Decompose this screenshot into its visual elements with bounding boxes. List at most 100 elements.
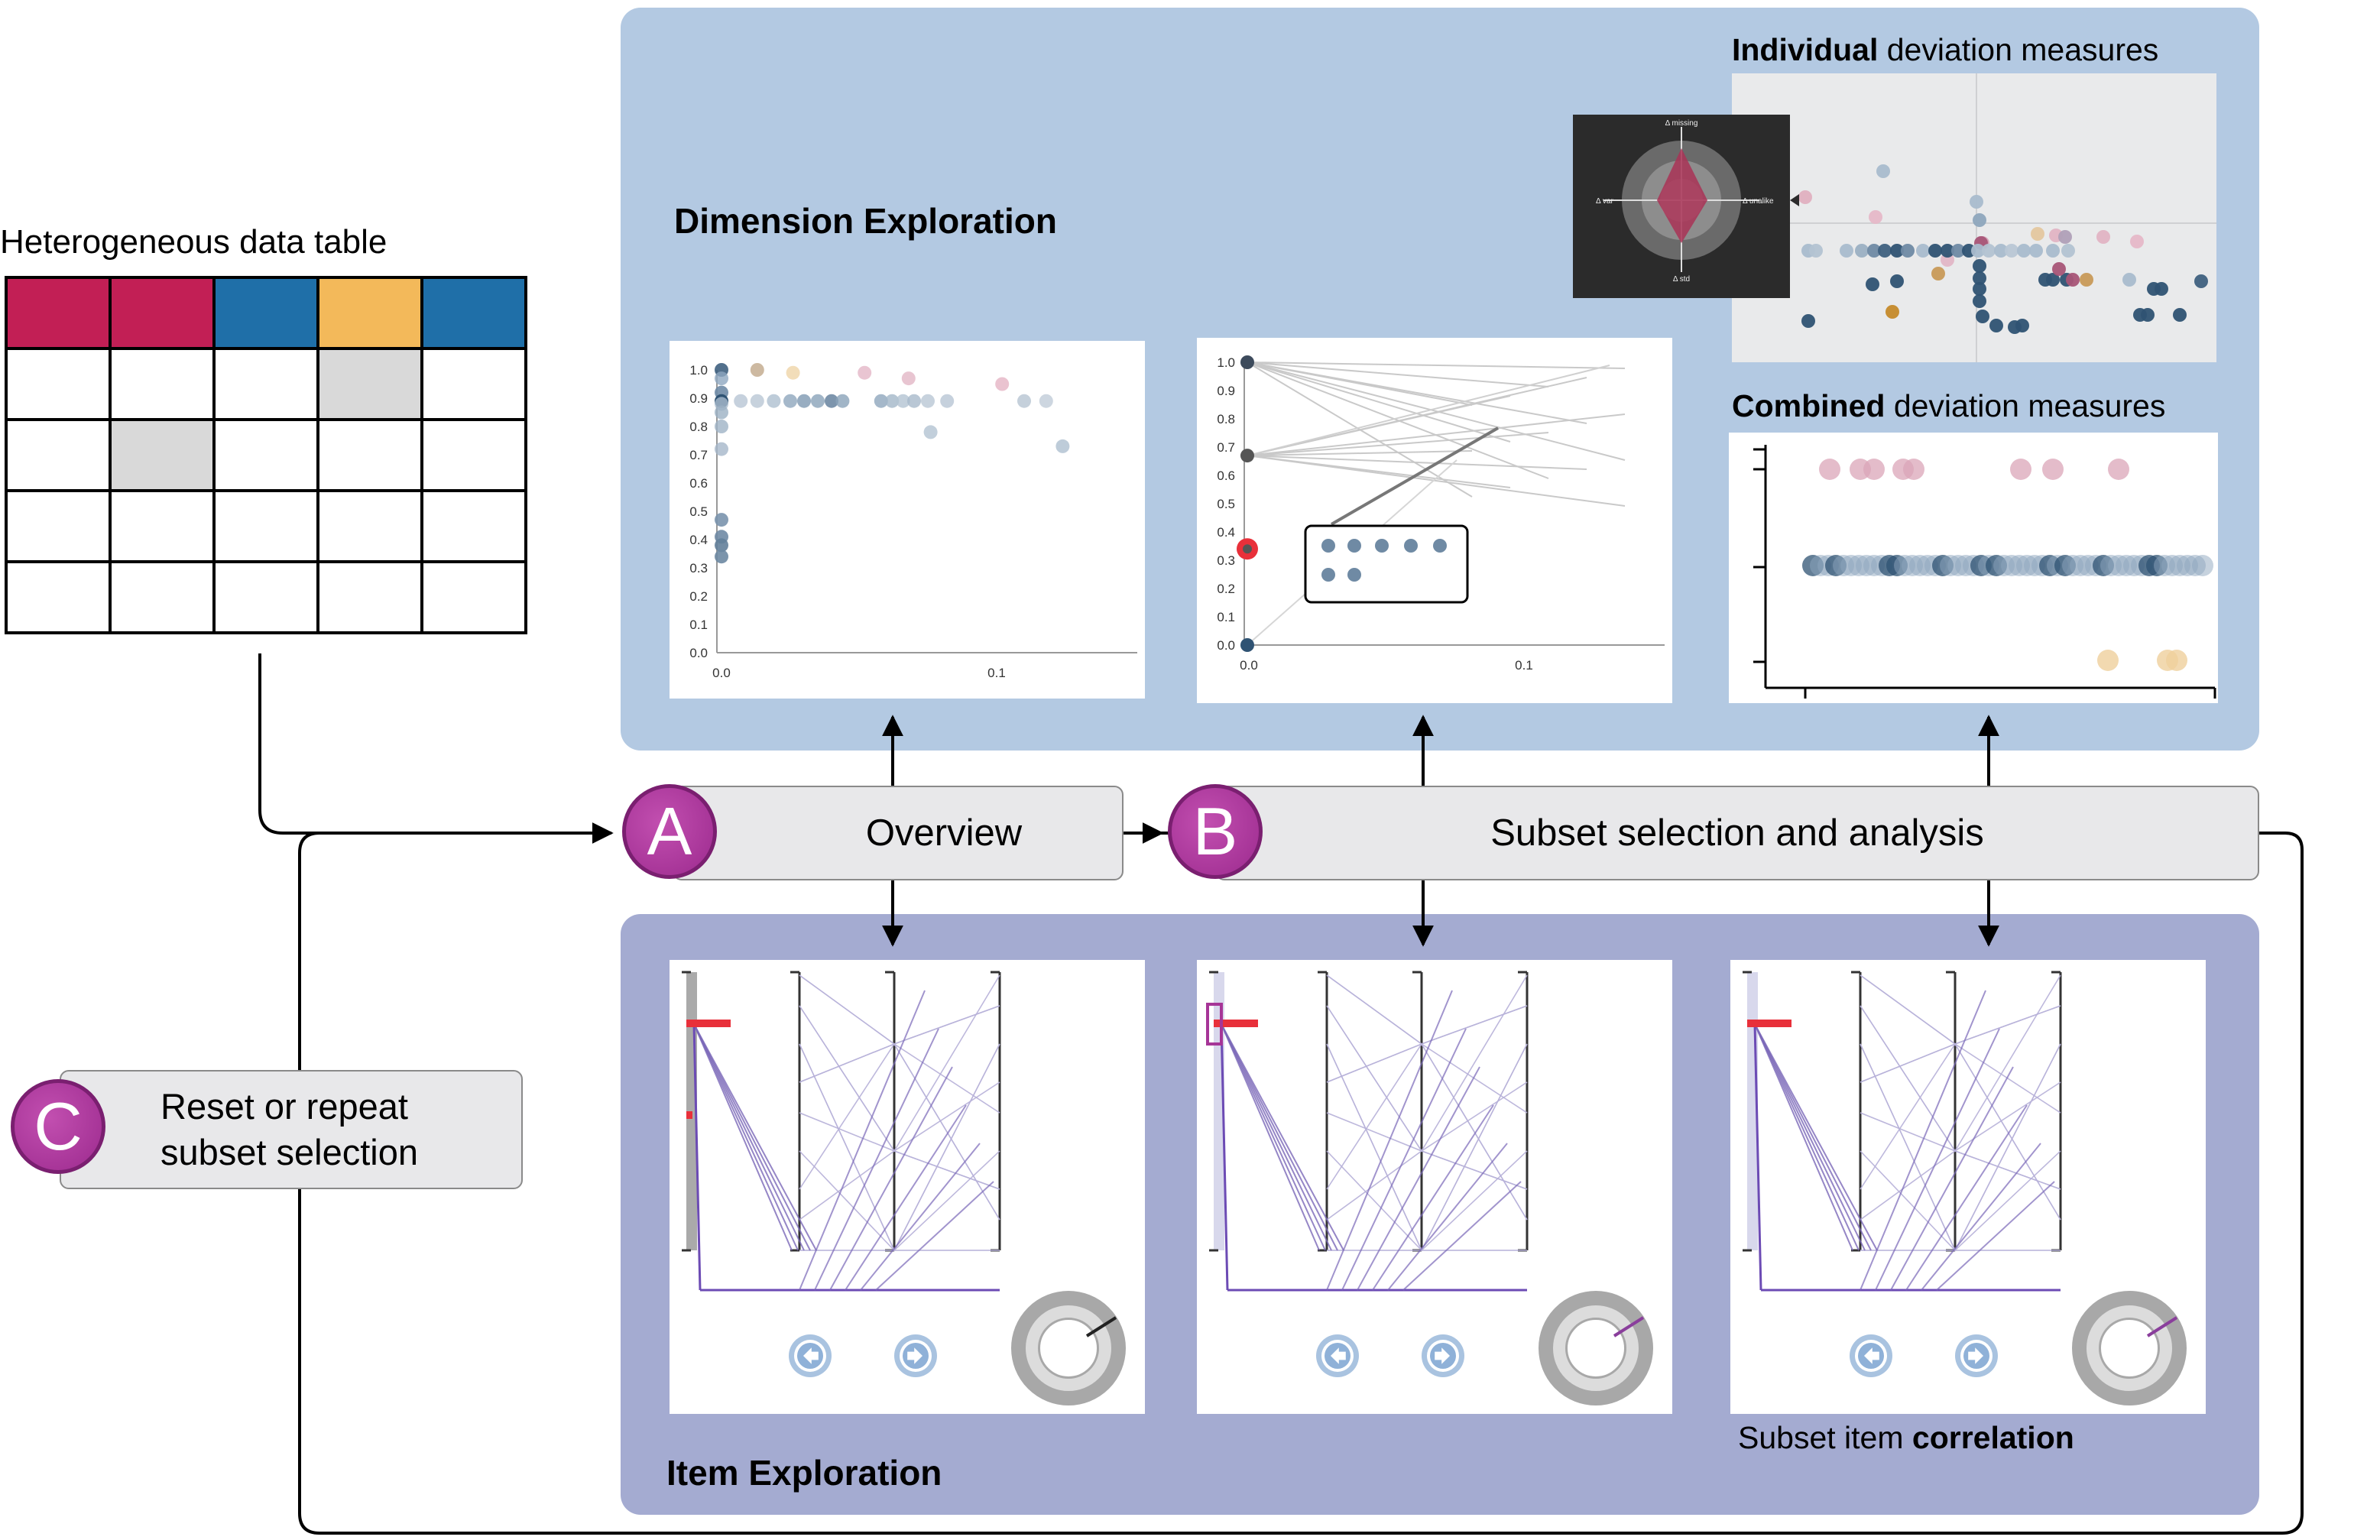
donut-indicator <box>1613 1316 1645 1337</box>
selected-item-line <box>799 990 926 1291</box>
arrow-right-icon[interactable] <box>1955 1334 1998 1377</box>
scatter-point <box>767 394 781 408</box>
scatter-point <box>715 550 728 564</box>
dimension-exploration-title: Dimension Exploration <box>674 201 1057 241</box>
fan-line <box>1247 361 1473 498</box>
donut-chart <box>1011 1291 1126 1405</box>
donut-highlight <box>2087 1305 2172 1391</box>
item-line <box>799 1043 1000 1252</box>
deviation-point <box>1890 274 1904 288</box>
arrow-left-icon[interactable] <box>1850 1334 1892 1377</box>
combined-deviation-plot <box>1753 445 2216 699</box>
selected-item-line <box>1220 1023 1229 1291</box>
selected-item-line <box>1905 1104 2028 1291</box>
y-tick-label: 0.4 <box>689 533 708 547</box>
donut-chart <box>1539 1291 1653 1405</box>
scatter-point <box>825 394 838 408</box>
y-tick-label: 0.3 <box>689 561 708 575</box>
item-line <box>1326 974 1528 1045</box>
subset-box <box>1304 524 1469 604</box>
arrow-left-icon[interactable] <box>1316 1334 1359 1377</box>
deviation-point <box>1973 259 1986 273</box>
deviation-point <box>1801 314 1815 328</box>
fan-line <box>1247 361 1587 424</box>
deviation-point <box>1916 244 1930 258</box>
subset-item-correlation-caption: Subset item correlation <box>1738 1420 2074 1455</box>
deviation-point <box>2194 274 2208 288</box>
combined-point <box>2010 459 2031 480</box>
reset-label-line2: subset selection <box>161 1132 419 1172</box>
combined-point <box>2192 555 2213 576</box>
fan-line <box>1247 361 1549 387</box>
item-line <box>1327 1150 1528 1251</box>
deviation-point <box>2031 227 2044 241</box>
deviation-point <box>1867 244 1881 258</box>
fan-line <box>1247 432 1549 457</box>
item-line <box>1326 1005 1528 1190</box>
deviation-point <box>2046 273 2060 287</box>
arrow-right-icon[interactable] <box>894 1334 937 1377</box>
selected-item-line <box>693 1023 793 1251</box>
y-tick-label: 0.9 <box>689 391 708 406</box>
y-tick-label: 0.5 <box>689 504 708 519</box>
deviation-point <box>1970 195 1983 209</box>
combined-deviation-card <box>1729 433 2218 703</box>
selection-marker <box>1214 1020 1258 1027</box>
y-tick-label: 0.3 <box>1217 553 1235 568</box>
scatter-point <box>940 394 955 408</box>
scatter-point <box>750 394 764 408</box>
item-line <box>1860 974 2061 1045</box>
selected-item-line <box>1860 990 1986 1291</box>
subset-point <box>1321 539 1335 553</box>
item-line <box>1326 974 1528 1045</box>
scatter-point <box>715 371 728 386</box>
selected-item-line <box>1753 1023 1762 1291</box>
deviation-point <box>1982 244 1996 258</box>
fan-line <box>1247 450 1473 457</box>
scatter-point <box>734 394 748 408</box>
y-tick-label: 0.6 <box>1217 468 1235 483</box>
subset-selection-step: Subset selection and analysis <box>1215 786 2259 880</box>
scatter-point <box>1039 394 1053 408</box>
individual-deviation-title: Individual deviation measures <box>1732 32 2159 67</box>
item-line <box>799 1150 1000 1251</box>
deviation-point <box>2173 308 2187 322</box>
item-line <box>1327 1150 1528 1251</box>
deviation-point <box>1798 190 1812 204</box>
radar-glyph: Δ missing Δ var Δ unalike Δ std <box>1596 119 1799 284</box>
fan-line <box>1247 361 1511 443</box>
y-tick-label: 0.1 <box>689 618 708 632</box>
selected-item-line <box>845 1104 967 1291</box>
step-badge-a: A <box>622 784 717 879</box>
deviation-point <box>2052 262 2066 276</box>
data-table <box>5 276 527 634</box>
deviation-point <box>2058 230 2072 244</box>
selection-marker <box>686 1020 731 1027</box>
selection-marker <box>1747 1020 1791 1027</box>
arrow-right-icon[interactable] <box>1422 1334 1464 1377</box>
scatter-point <box>797 394 811 408</box>
selected-item-line <box>1754 1023 1866 1251</box>
arrow-left-icon[interactable] <box>789 1334 832 1377</box>
combined-point <box>1903 459 1924 480</box>
scatter-point <box>715 405 728 420</box>
subset-point <box>1375 539 1389 553</box>
deviation-point <box>1973 294 1986 308</box>
radar-label-left: Δ var <box>1596 197 1613 206</box>
table-cell <box>212 560 319 634</box>
y-tick-label: 0.5 <box>1217 497 1235 511</box>
item-line <box>1326 1150 1527 1251</box>
scatter-point <box>874 394 888 408</box>
radar-label-bottom: Δ std <box>1673 275 1690 284</box>
item-line <box>799 974 1000 1045</box>
scatter-point <box>921 394 935 408</box>
item-line <box>799 1042 1000 1190</box>
subset-point <box>1347 568 1361 582</box>
selected-item-line <box>1754 1023 1878 1251</box>
item-line <box>799 1150 1000 1251</box>
combined-point <box>2166 650 2187 671</box>
selected-item-line <box>1387 1143 1508 1291</box>
